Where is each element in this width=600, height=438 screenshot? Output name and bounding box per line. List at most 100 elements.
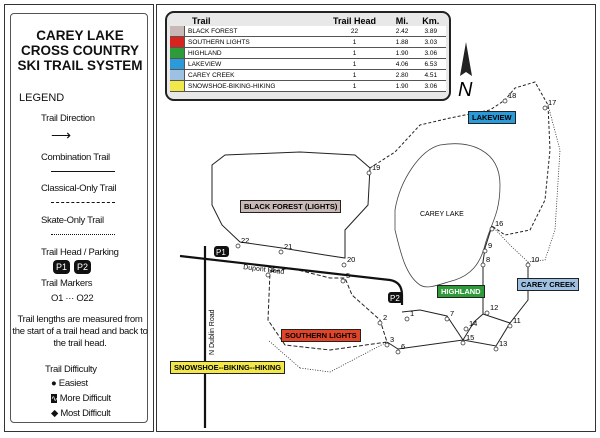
- table-row: SOUTHERN LIGHTS 1 1.88 3.03: [170, 36, 446, 48]
- map-frame: [156, 4, 596, 432]
- color-swatch: [170, 26, 185, 37]
- lake-label: CAREY LAKE: [420, 211, 464, 218]
- trail-marker-dot: [460, 340, 466, 346]
- trail-marker-number: 11: [513, 316, 521, 325]
- trail-marker-dot: [278, 249, 284, 255]
- table-row: SNOWSHOE-BIKING-HIKING 1 1.90 3.06: [170, 80, 446, 92]
- legend-markers-label: Trail Markers: [41, 278, 93, 289]
- highland-trail: [401, 225, 493, 341]
- difficulty-easiest: ● Easiest: [51, 378, 88, 389]
- trail-marker-number: 8: [486, 255, 490, 264]
- trail-marker-dot: [377, 320, 383, 326]
- arrow-right-icon: ⟶: [51, 127, 72, 143]
- p1-text: P1: [216, 248, 226, 257]
- miles: 4.06: [388, 58, 416, 70]
- trail-marker-number: 21: [284, 242, 292, 251]
- kilometers: 3.89: [415, 26, 446, 37]
- title-line: CROSS COUNTRY: [20, 43, 139, 58]
- p1-badge: P1: [53, 260, 71, 274]
- legend-markers-example: O1 ··· O22: [51, 293, 94, 304]
- legend-heading: LEGEND: [19, 92, 65, 104]
- trail-marker-number: 1: [410, 309, 414, 318]
- trail-name: LAKEVIEW: [184, 58, 321, 70]
- color-swatch: [170, 80, 185, 92]
- black-forest-trail: [211, 151, 371, 259]
- trail-marker-dot: [482, 248, 488, 254]
- table-row: CAREY CREEK 1 2.80 4.51: [170, 69, 446, 81]
- table-row: HIGHLAND 1 1.90 3.06: [170, 47, 446, 59]
- color-swatch: [170, 58, 185, 70]
- p1-marker: [214, 246, 229, 257]
- kilometers: 6.53: [415, 58, 446, 70]
- carey-lake: [394, 143, 501, 288]
- trail-marker-number: 3: [390, 335, 394, 344]
- trail-marker-dot: [341, 262, 347, 268]
- snowshoe-trail: [267, 339, 388, 373]
- trail-marker-number: 18: [508, 91, 516, 100]
- north-arrow-icon: N: [458, 42, 473, 101]
- trail-head: 1: [320, 47, 389, 59]
- miles: 2.80: [388, 69, 416, 81]
- trail-marker-number: 14: [469, 319, 477, 328]
- label-highland: HIGHLAND: [437, 285, 485, 298]
- trail-name: SOUTHERN LIGHTS: [184, 36, 321, 48]
- trail-marker-number: 12: [490, 303, 498, 312]
- lakeview-trail: [369, 81, 551, 236]
- trail-marker-number: 6: [401, 342, 405, 351]
- trail-head: 1: [320, 69, 389, 81]
- legend-combination-label: Combination Trail: [41, 152, 110, 163]
- trail-marker-number: 15: [466, 333, 474, 342]
- easiest-label: Easiest: [58, 378, 88, 389]
- trail-marker-dot: [463, 326, 469, 332]
- trail-name: HIGHLAND: [184, 47, 321, 59]
- trail-marker-dot: [340, 278, 346, 284]
- col-trail-head: Trail Head: [332, 15, 377, 26]
- label-black-forest: BLACK FOREST (LIGHTS): [240, 200, 342, 213]
- color-swatch: [170, 36, 185, 48]
- label-snowshoe: SNOWSHOE--BIKING--HIKING: [170, 361, 286, 374]
- miles: 1.90: [388, 80, 416, 92]
- p2-text: P2: [390, 294, 400, 303]
- trail-marker-number: 17: [548, 98, 556, 107]
- trail-marker-dot: [265, 272, 271, 278]
- trail-marker-number: 22: [241, 236, 249, 245]
- easiest-icon: ●: [51, 378, 57, 389]
- trail-head: 1: [320, 36, 389, 48]
- trail-marker-number: 4: [271, 265, 275, 274]
- trail-marker-dot: [384, 342, 390, 348]
- trail-name: SNOWSHOE-BIKING-HIKING: [184, 80, 321, 92]
- kilometers: 3.03: [415, 36, 446, 48]
- trail-marker-dot: [366, 170, 372, 176]
- col-trail: Trail: [192, 15, 211, 26]
- trail-marker-dot: [395, 349, 401, 355]
- color-swatch: [170, 69, 185, 81]
- trail-marker-dot: [484, 310, 490, 316]
- trail-marker-dot: [404, 316, 410, 322]
- kilometers: 3.06: [415, 47, 446, 59]
- trail-table: Trail Trail Head Mi. Km. BLACK FOREST 22…: [165, 11, 451, 101]
- solid-line-symbol: [51, 171, 115, 172]
- title-line: SKI TRAIL SYSTEM: [17, 58, 143, 73]
- trail-marker-number: 7: [450, 309, 454, 318]
- legend-note: Trail lengths are measured from the star…: [12, 314, 148, 349]
- miles: 1.88: [388, 36, 416, 48]
- trail-marker-dot: [502, 98, 508, 104]
- carey-creek-trail: [491, 104, 561, 263]
- trail-head: 1: [320, 80, 389, 92]
- color-swatch: [170, 47, 185, 59]
- map-title: CAREY LAKE CROSS COUNTRY SKI TRAIL SYSTE…: [11, 28, 149, 73]
- trail-marker-dot: [235, 243, 241, 249]
- trail-name: CAREY CREEK: [184, 69, 321, 81]
- miles: 1.90: [388, 47, 416, 59]
- legend-skate-label: Skate-Only Trail: [41, 215, 104, 226]
- svg-text:N: N: [458, 79, 473, 101]
- trail-marker-number: 2: [383, 313, 387, 322]
- trail-marker-dot: [542, 105, 548, 111]
- trail-marker-number: 16: [495, 219, 503, 228]
- dupont-road: [179, 254, 404, 305]
- southern-lights-trail: [267, 267, 388, 351]
- legend-direction-label: Trail Direction: [41, 113, 95, 124]
- dotted-line-symbol: [51, 234, 115, 235]
